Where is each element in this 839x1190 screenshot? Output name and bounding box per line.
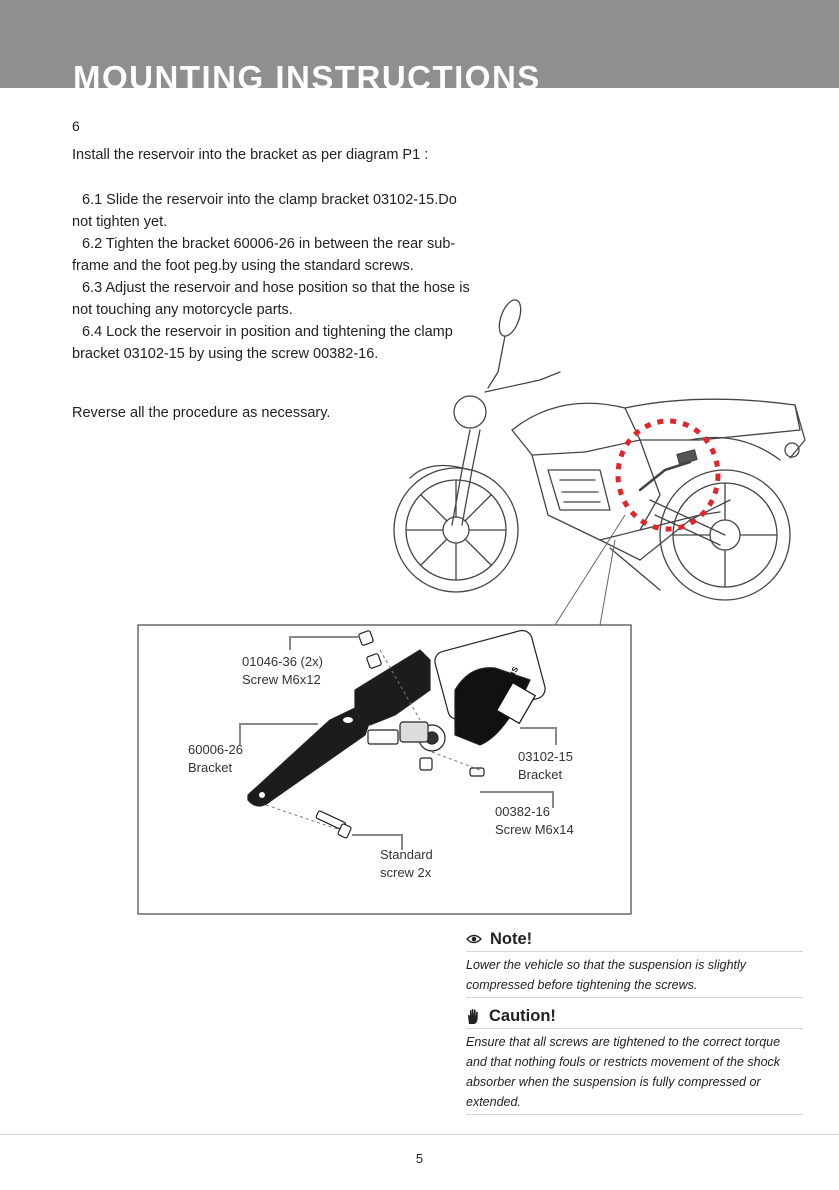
intro-text: Install the reservoir into the bracket a… <box>72 147 429 163</box>
step-item: 6.1 Slide the reservoir into the clamp b… <box>72 192 457 230</box>
step-item: 6.3 Adjust the reservoir and hose positi… <box>72 280 470 318</box>
caution-heading: Caution! <box>466 1005 803 1029</box>
callout-part-number: Standard <box>380 847 433 862</box>
callout-part-name: Bracket <box>518 767 563 782</box>
page-title: MOUNTING INSTRUCTIONS <box>73 59 541 88</box>
callout-part-name: Screw M6x14 <box>495 822 574 837</box>
callout-bracket-03102-15: 03102-15 Bracket <box>518 748 573 784</box>
page-number: 5 <box>415 1151 424 1166</box>
caution-box: Caution! Ensure that all screws are tigh… <box>466 1005 803 1115</box>
motorcycle-illustration <box>393 299 806 601</box>
callout-screw-00382-16: 00382-16 Screw M6x14 <box>495 803 574 839</box>
highlight-ring <box>615 418 721 532</box>
step-list: 6.1 Slide the reservoir into the clamp b… <box>72 189 472 365</box>
detail-frame <box>137 624 632 915</box>
step-item: 6.4 Lock the reservoir in position and t… <box>72 324 453 362</box>
callout-bracket-60006-26: 60006-26 Bracket <box>188 741 243 777</box>
callout-part-number: 60006-26 <box>188 742 243 757</box>
callout-part-name: Bracket <box>188 760 233 775</box>
leader-lines <box>239 636 557 850</box>
callout-part-number: 03102-15 <box>518 749 573 764</box>
detail-pointer-lines <box>554 514 626 626</box>
footer-divider <box>0 1134 839 1135</box>
header-band: MOUNTING INSTRUCTIONS <box>0 0 839 88</box>
callout-part-number: 00382-16 <box>495 804 550 819</box>
callout-standard-screw: Standard screw 2x <box>380 846 433 882</box>
caution-title: Caution! <box>489 1006 556 1025</box>
callout-part-number: 01046-36 (2x) <box>242 654 323 669</box>
callout-part-name: screw 2x <box>380 865 432 880</box>
note-title: Note! <box>490 929 533 948</box>
exploded-parts-illustration <box>247 629 546 839</box>
callout-screw-01046-36: 01046-36 (2x) Screw M6x12 <box>242 653 323 689</box>
callout-part-name: Screw M6x12 <box>242 672 321 687</box>
eye-icon <box>466 934 482 944</box>
note-box: Note! Lower the vehicle so that the susp… <box>466 928 803 998</box>
step-item: 6.2 Tighten the bracket 60006-26 in betw… <box>72 236 456 274</box>
caution-text: Ensure that all screws are tightened to … <box>466 1029 803 1115</box>
note-text: Lower the vehicle so that the suspension… <box>466 952 803 998</box>
reverse-note: Reverse all the procedure as necessary. <box>72 405 331 421</box>
step-number: 6 <box>72 118 80 134</box>
note-heading: Note! <box>466 928 803 952</box>
hand-icon <box>468 1008 478 1024</box>
